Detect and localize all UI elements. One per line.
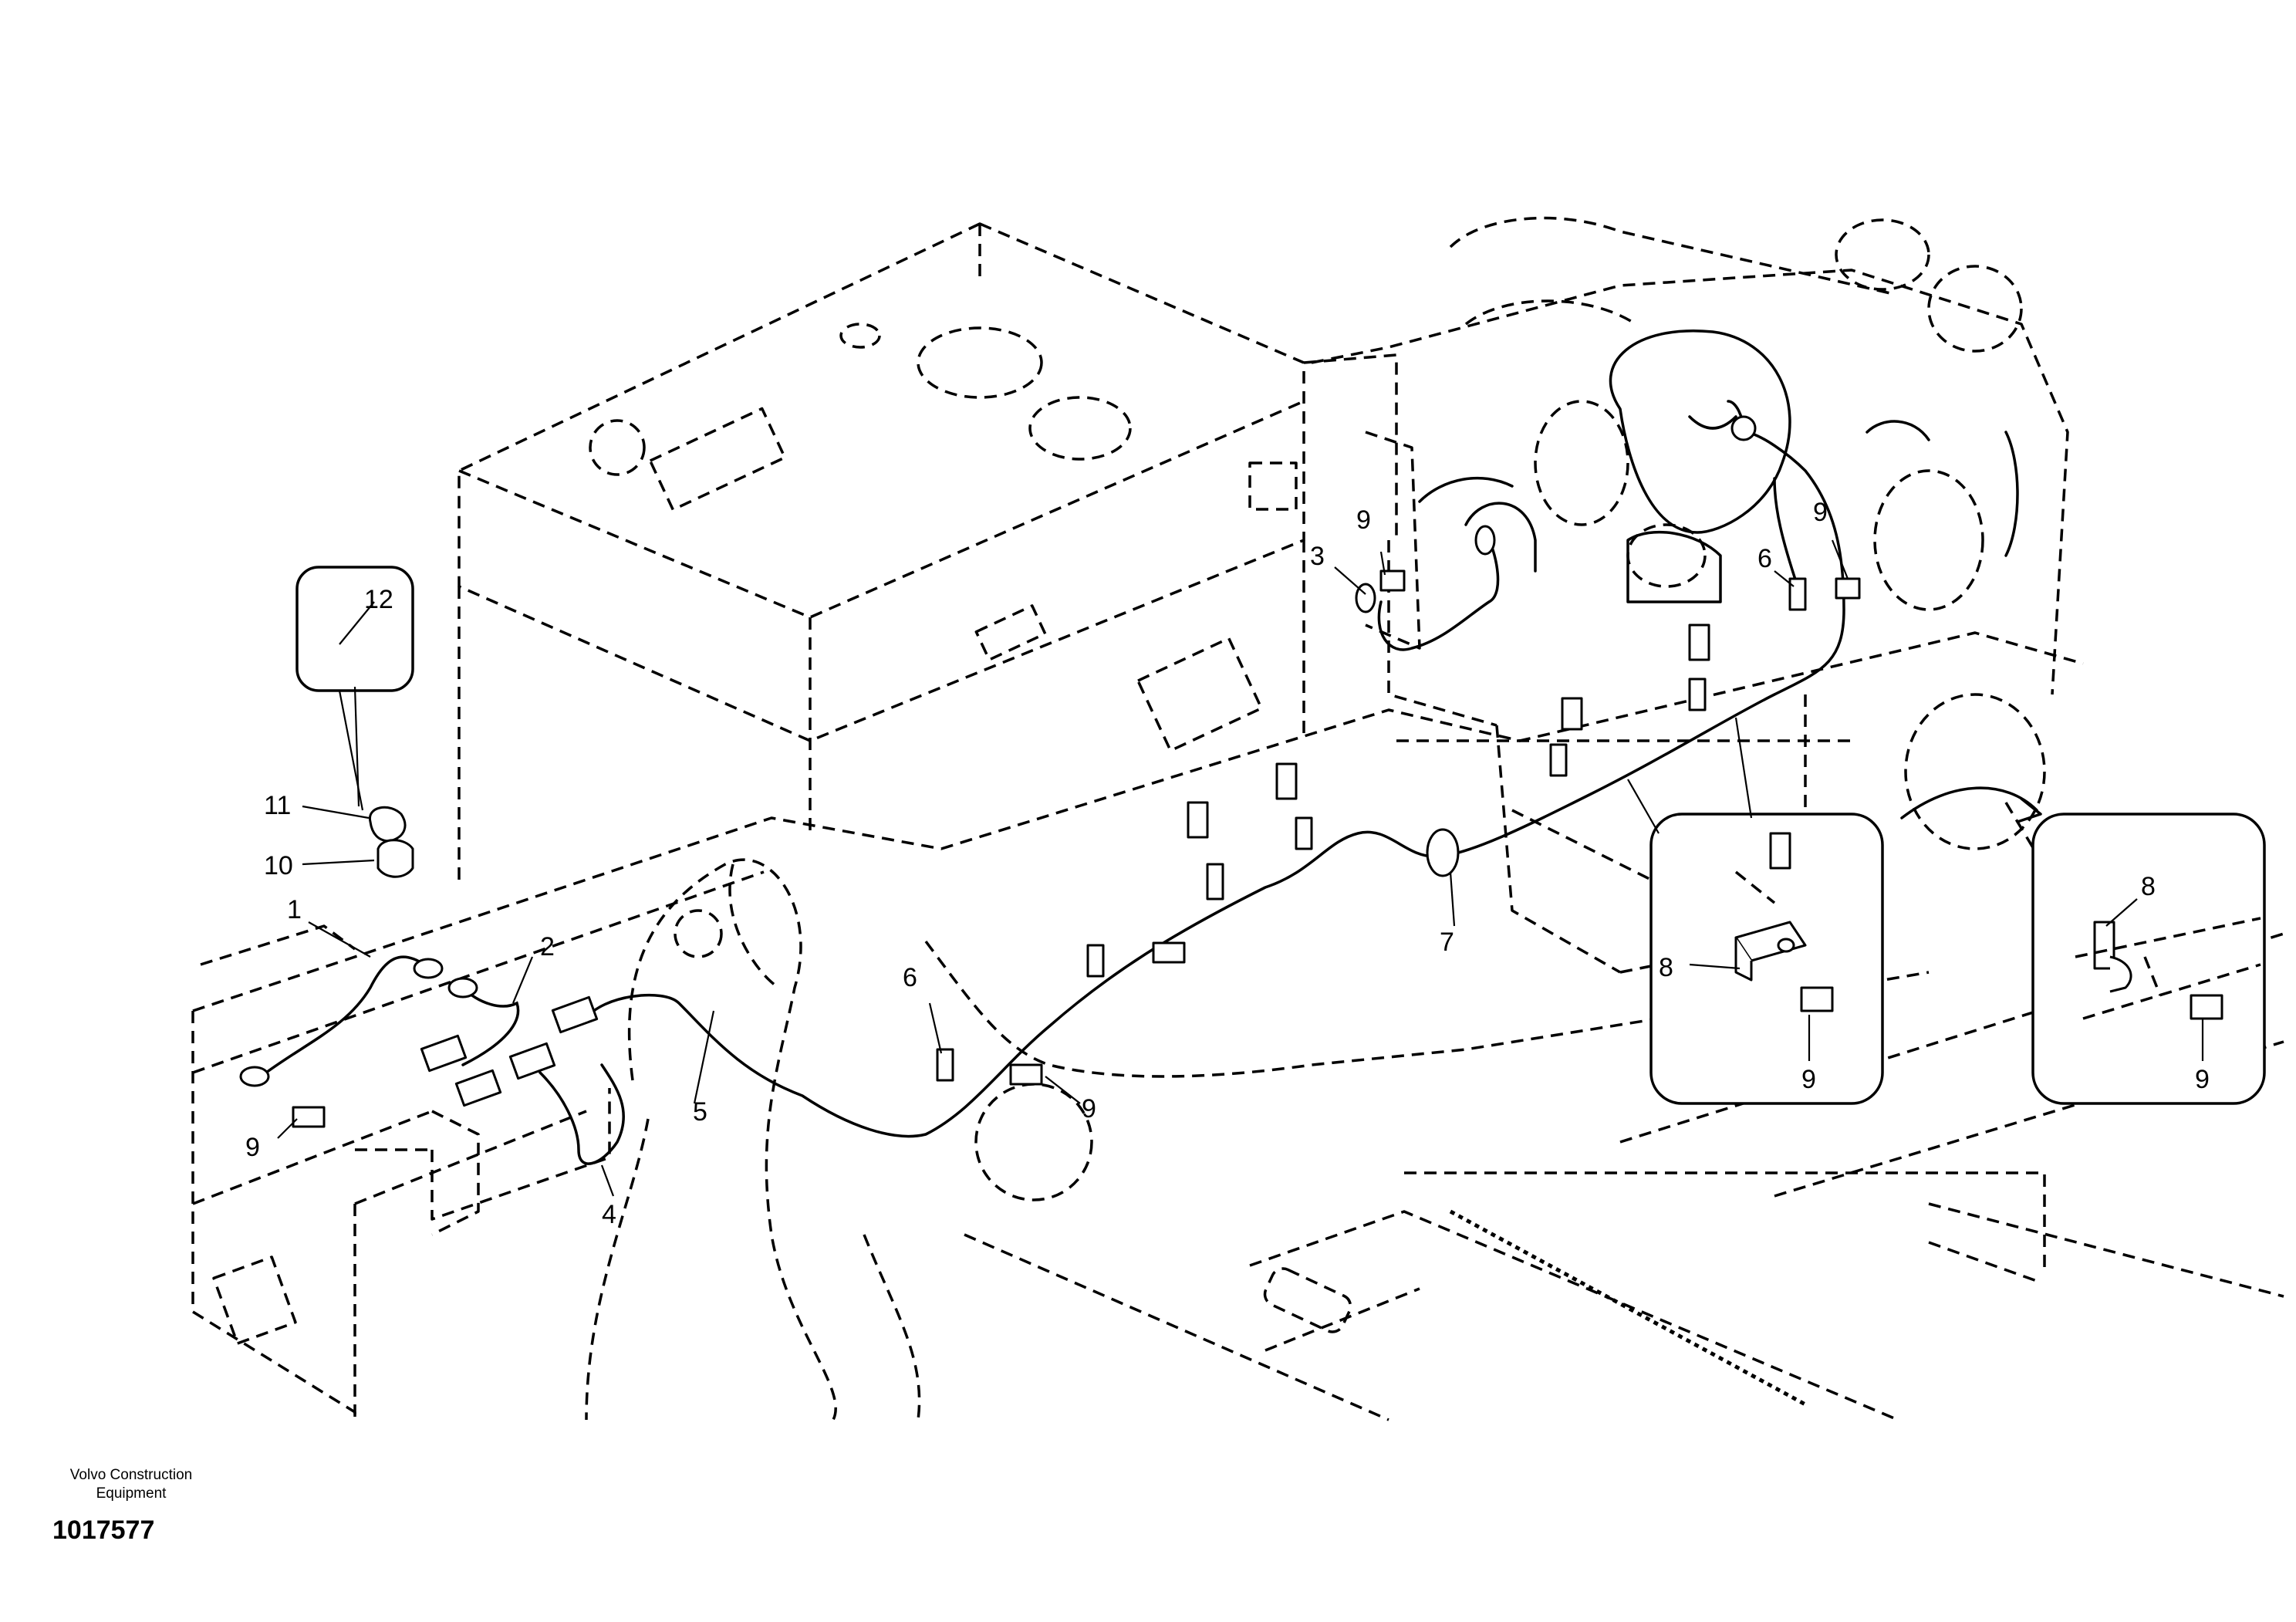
inset-cap-detail: [295, 566, 414, 692]
inset-leader-d: [338, 690, 364, 811]
battery-cable-harness: [265, 400, 1845, 1165]
inset-clamp-detail-b: [2031, 813, 2266, 1105]
engine-detail: [1418, 329, 2019, 603]
footer: Volvo Construction Equipment 1017577: [46, 1466, 216, 1546]
document-number: 1017577: [52, 1516, 155, 1545]
callout-9c: 9: [1082, 1094, 1096, 1124]
inset-leader-a: [1734, 717, 1753, 819]
callout-10: 10: [264, 851, 293, 880]
callout-9f: 9: [1813, 498, 1828, 527]
callout-6b: 6: [1757, 544, 1772, 573]
callout-4: 4: [602, 1200, 616, 1229]
brand-line-1: Volvo Construction: [69, 1467, 193, 1483]
callout-8a: 8: [1659, 953, 1673, 982]
callout-2: 2: [540, 932, 555, 961]
callout-7: 7: [1440, 928, 1454, 957]
callout-9d: 9: [245, 1133, 260, 1162]
callout-9b: 9: [2195, 1065, 2210, 1094]
callout-labels: 1 2 3 4 5 6 6 7 8 8 9 9 9 9 9 9 10 11 12: [245, 498, 2210, 1229]
parts: [239, 415, 1861, 1128]
inset-clamp-detail-a: [1649, 813, 1884, 1105]
callout-9e: 9: [1356, 505, 1371, 535]
callout-leaders: [277, 539, 2204, 1197]
callout-5: 5: [693, 1097, 707, 1127]
inset-leader-b: [1627, 779, 1660, 834]
callout-12: 12: [364, 585, 393, 614]
callout-3: 3: [1310, 542, 1325, 571]
callout-11: 11: [264, 791, 291, 820]
detail-arrow-head: [2016, 797, 2042, 823]
machine-frame-outline: [191, 216, 2284, 1421]
callout-1: 1: [287, 895, 302, 924]
brand-line-2: Equipment: [96, 1485, 167, 1502]
callout-9a: 9: [1801, 1065, 1816, 1094]
detail-arrow: [1900, 786, 2038, 819]
callout-8b: 8: [2141, 872, 2156, 901]
callout-6a: 6: [903, 963, 917, 992]
